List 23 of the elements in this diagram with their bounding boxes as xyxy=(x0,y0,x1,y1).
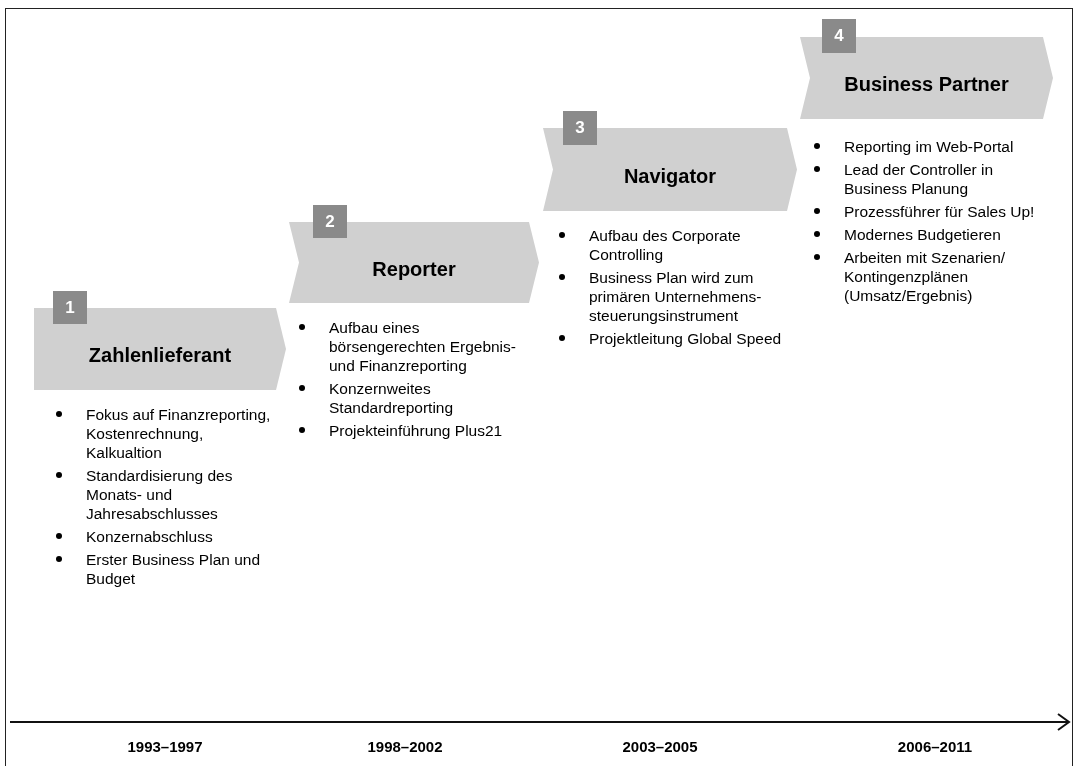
year-range: 2006–2011 xyxy=(897,737,973,757)
year-range: 1993–1997 xyxy=(127,737,203,757)
bullet-text: Reporting im Web-Portal xyxy=(844,137,1014,156)
bullet-text: Konzernabschluss xyxy=(86,527,213,546)
number-badge: 1 xyxy=(53,291,87,324)
bullet-text: Konzernweites Standardreporting xyxy=(329,379,455,417)
bullet-text: Erster Business Plan und Budget xyxy=(86,550,262,588)
number-badge: 2 xyxy=(313,205,347,238)
bullet-text: Business Plan wird zum primären Unternehmens- steuerungsinstrument xyxy=(589,268,763,325)
number-badge: 3 xyxy=(563,111,597,145)
bullet-text: Aufbau des Corporate Controlling xyxy=(589,226,742,264)
year-range: 1998–2002 xyxy=(367,737,443,757)
bullet-text: Aufbau eines börsengerechten Ergebnis- und Finanzreporting xyxy=(329,318,517,375)
bullet-text: Projekteinführung Plus21 xyxy=(329,421,503,440)
bullet-text: Projektleitung Global Speed xyxy=(589,329,782,348)
bullet-text: Lead der Controller in Business Planung xyxy=(844,160,995,198)
bullet-text: Fokus auf Finanzreporting, Kostenrechnung, Kalkualtion xyxy=(86,405,272,462)
year-range: 2003–2005 xyxy=(622,737,698,757)
bullet-text: Modernes Budgetieren xyxy=(844,225,1001,244)
bullet-text: Prozessführer für Sales Up! xyxy=(844,202,1035,221)
number-badge: 4 xyxy=(822,19,856,53)
bullet-text: Standardisierung des Monats- und Jahresabschlusses xyxy=(86,466,234,523)
bullet-text: Arbeiten mit Szenarien/ Kontingenzplänen (Umsatz/Ergebnis) xyxy=(844,248,1007,305)
